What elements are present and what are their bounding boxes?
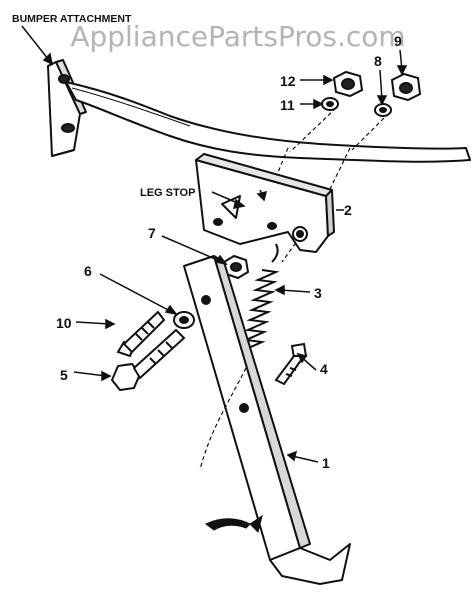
label-part-2: 2	[344, 202, 352, 218]
nut-9	[390, 72, 422, 102]
label-part-6: 6	[84, 263, 92, 279]
bolt-4	[274, 342, 308, 386]
label-part-12: 12	[280, 73, 296, 89]
leg-main	[183, 255, 351, 585]
bolt-10	[116, 310, 166, 358]
leg-stop-bracket	[195, 153, 335, 253]
bumper-attachment-plate	[47, 59, 87, 157]
label-part-3: 3	[314, 285, 322, 301]
label-part-5: 5	[60, 367, 68, 383]
label-leg-stop: LEG STOP	[140, 187, 195, 199]
washer-8	[374, 103, 392, 117]
label-part-11: 11	[280, 97, 295, 113]
rotation-arrow	[205, 514, 263, 533]
bolt-5	[110, 328, 186, 392]
label-part-10: 10	[56, 315, 72, 331]
support-bar	[65, 81, 471, 163]
callout-arrows	[21, 25, 408, 463]
leg-dashed-hidden	[199, 367, 247, 471]
label-part-7: 7	[148, 225, 156, 241]
label-bumper-attachment: BUMPER ATTACHMENT	[12, 13, 132, 25]
label-part-9: 9	[394, 33, 402, 49]
washer-6	[173, 311, 195, 329]
label-part-8: 8	[374, 53, 382, 69]
label-part-1: 1	[322, 455, 330, 471]
nut-12	[332, 70, 364, 98]
watermark-text: AppliancePartsPros.com	[70, 20, 405, 53]
part-labels: BUMPER ATTACHMENT LEG STOP 2 3 4 5 6 7 8…	[12, 13, 402, 471]
washer-11	[321, 97, 339, 111]
label-part-4: 4	[320, 361, 328, 377]
